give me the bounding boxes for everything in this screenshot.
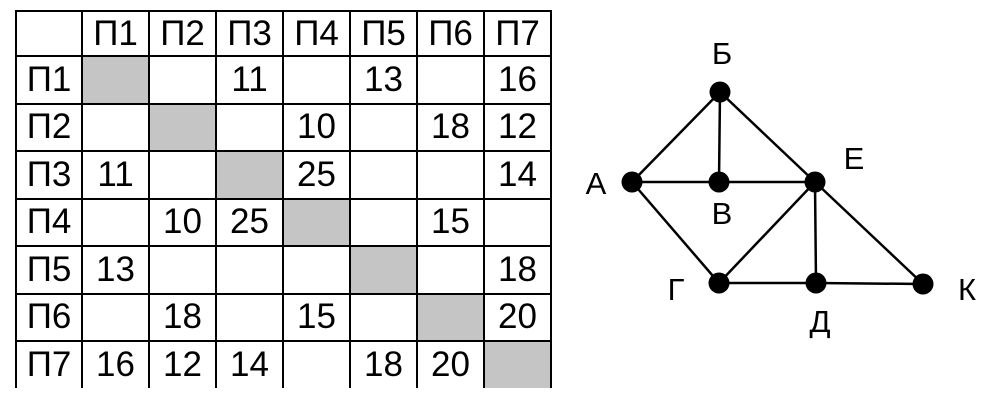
graph-node-label-В: В [712, 196, 733, 231]
matrix-cell: 10 [282, 102, 351, 152]
matrix-cell: 25 [282, 150, 351, 200]
graph-node-Г [708, 272, 730, 294]
graph-edge-Д-К [815, 281, 924, 286]
matrix-cell [148, 55, 217, 105]
diagonal-cell [148, 102, 217, 152]
graph-node-label-К: К [958, 272, 976, 307]
matrix-cell: 20 [416, 340, 485, 388]
graph-node-Е [804, 171, 826, 193]
graph-edge-А-Г [631, 181, 720, 284]
matrix-cell [81, 102, 150, 152]
matrix-cell: 14 [215, 340, 284, 388]
matrix-cell [148, 150, 217, 200]
graph-edge-Г-Е [718, 181, 816, 284]
row-header-cell: П5 [15, 245, 83, 295]
diagonal-cell [416, 292, 485, 342]
matrix-cell [215, 245, 284, 295]
col-header-cell: П7 [483, 10, 552, 57]
matrix-cell: 20 [483, 292, 552, 342]
matrix-cell: 14 [483, 150, 552, 200]
graph-node-label-Г: Г [668, 272, 685, 307]
matrix-cell: 13 [81, 245, 150, 295]
graph-node-label-А: А [586, 166, 607, 201]
graph-node-А [621, 171, 643, 193]
row-header-cell: П4 [15, 197, 83, 247]
row-header-cell: П2 [15, 102, 83, 152]
matrix-cell [282, 340, 351, 388]
graph-node-Б [709, 81, 731, 103]
graph-node-К [912, 273, 934, 295]
row-header-cell: П7 [15, 340, 83, 388]
row-header-cell: П3 [15, 150, 83, 200]
matrix-cell: 11 [215, 55, 284, 105]
graph-node-label-Б: Б [712, 36, 732, 71]
matrix-cell [282, 55, 351, 105]
matrix-cell [81, 197, 150, 247]
diagonal-cell [81, 55, 150, 105]
matrix-cell: 13 [349, 55, 418, 105]
diagonal-cell [282, 197, 351, 247]
graph-edge-Д-Е [813, 181, 818, 284]
col-header-cell: П3 [215, 10, 284, 57]
col-header-cell: П2 [148, 10, 217, 57]
matrix-cell: 18 [483, 245, 552, 295]
graph-edge-А-Б [631, 91, 721, 183]
graph-edge-Е-К [814, 181, 924, 285]
table-corner-cell [15, 10, 83, 57]
matrix-cell: 18 [416, 102, 485, 152]
matrix-cell [416, 245, 485, 295]
matrix-cell: 10 [148, 197, 217, 247]
graph-edge-Б-Е [719, 91, 816, 183]
col-header-cell: П6 [416, 10, 485, 57]
matrix-cell [81, 292, 150, 342]
matrix-cell [148, 245, 217, 295]
matrix-cell [215, 292, 284, 342]
row-header-cell: П1 [15, 55, 83, 105]
matrix-cell [483, 197, 552, 247]
matrix-cell: 18 [148, 292, 217, 342]
matrix-cell [416, 55, 485, 105]
graph-node-label-Д: Д [810, 304, 831, 339]
graph-node-В [708, 171, 730, 193]
matrix-cell: 25 [215, 197, 284, 247]
matrix-cell: 12 [483, 102, 552, 152]
diagonal-cell [349, 245, 418, 295]
graph-node-label-Е: Е [844, 141, 865, 176]
matrix-cell: 15 [416, 197, 485, 247]
matrix-cell [349, 197, 418, 247]
route-graph-wrap: А Б В Г Д Е К [560, 0, 988, 405]
table-row: П6 18 15 20 [15, 292, 552, 342]
row-header-cell: П6 [15, 292, 83, 342]
matrix-cell: 11 [81, 150, 150, 200]
matrix-cell [349, 292, 418, 342]
col-header-cell: П4 [282, 10, 351, 57]
matrix-cell: 12 [148, 340, 217, 388]
route-graph: А Б В Г Д Е К [586, 36, 976, 339]
matrix-cell [215, 102, 284, 152]
col-header-cell: П1 [81, 10, 150, 57]
matrix-cell [349, 102, 418, 152]
graph-node-Д [805, 272, 827, 294]
matrix-cell: 16 [483, 55, 552, 105]
matrix-cell [416, 150, 485, 200]
table-row: П1 11 13 16 [15, 55, 552, 105]
diagonal-cell [215, 150, 284, 200]
graph-edge-Б-В [717, 91, 722, 183]
matrix-cell [349, 150, 418, 200]
matrix-cell: 16 [81, 340, 150, 388]
matrix-cell [282, 245, 351, 295]
col-header-cell: П5 [349, 10, 418, 57]
matrix-cell: 15 [282, 292, 351, 342]
diagonal-cell [483, 340, 552, 388]
matrix-cell: 18 [349, 340, 418, 388]
